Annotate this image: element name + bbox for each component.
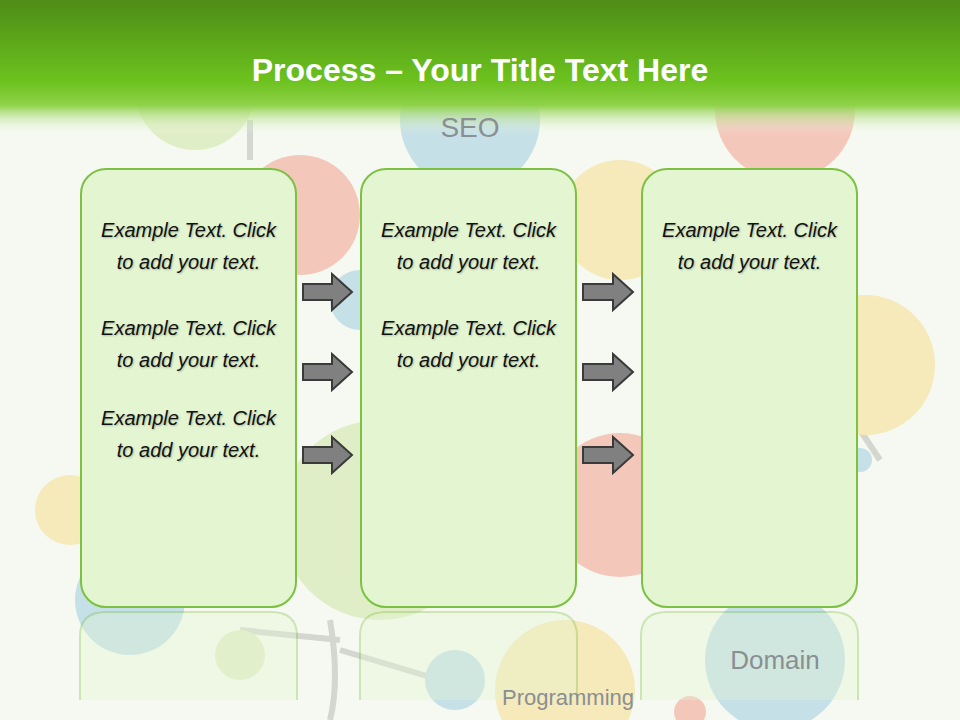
box-text: Example Text. Click to add your text. (643, 214, 856, 278)
block-arrow (583, 354, 633, 390)
box-text: Example Text. Click to add your text. (362, 214, 575, 278)
block-arrow (303, 274, 352, 310)
process-box: Example Text. Click to add your text. Exa… (360, 168, 577, 608)
block-arrow (583, 274, 633, 310)
box-text: Example Text. Click to add your text. (82, 214, 295, 278)
box-text: Example Text. Click to add your text. (82, 402, 295, 466)
process-box: Example Text. Click to add your text. (641, 168, 858, 608)
background-label: Domain (730, 645, 820, 676)
block-arrow (583, 437, 633, 473)
box-text: Example Text. Click to add your text. (362, 312, 575, 376)
block-arrow (303, 354, 352, 390)
background-label: SEO (440, 112, 499, 144)
process-box: Example Text. Click to add your text. Exa… (80, 168, 297, 608)
slide-title: Process – Your Title Text Here (0, 52, 960, 89)
block-arrow (303, 437, 352, 473)
background-label: Programming (502, 685, 634, 711)
box-text: Example Text. Click to add your text. (82, 312, 295, 376)
